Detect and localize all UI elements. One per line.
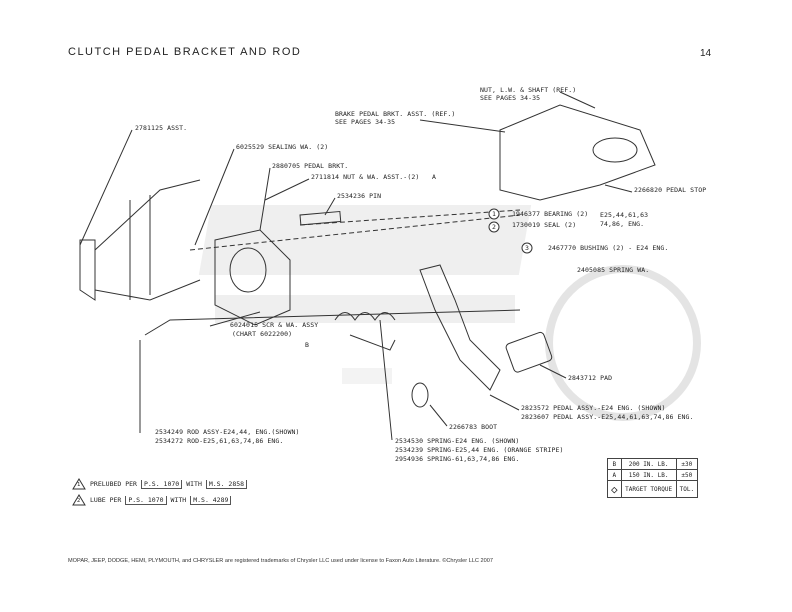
diamond-icon: ◇ <box>607 480 622 498</box>
watermark-badge <box>342 368 392 384</box>
legend-item-2: 2 LUBE PER P.S. 1070 WITH M.S. 4289 <box>72 494 232 506</box>
label-nut-shaft: NUT, L.W. & SHAFT (REF.) <box>480 86 577 94</box>
page-number: 14 <box>700 48 712 59</box>
pedal-bracket <box>214 229 291 326</box>
label-spring-1: 2534530 SPRING-E24 ENG. (SHOWN) <box>395 437 520 445</box>
label-pin: 2534236 PIN <box>337 192 382 200</box>
pin <box>299 210 342 226</box>
label-assy: 2781125 ASST. <box>135 124 188 132</box>
triangle-icon: 2 <box>72 494 86 506</box>
label-scr: 6024015 SCR & WA. ASSY <box>230 321 319 329</box>
diamond-b: B <box>305 341 310 349</box>
watermark-sub <box>215 295 515 323</box>
boot <box>411 382 429 408</box>
label-eng-1: E25,44,61,63 <box>600 211 649 219</box>
return-spring <box>334 312 396 321</box>
label-brake-brkt: BRAKE PEDAL BRKT. ASST. (REF.) <box>335 110 456 118</box>
pivot-shaft-line <box>189 209 521 251</box>
callout-3-text: 3 <box>525 244 530 252</box>
pedal-arm <box>419 264 501 391</box>
callout-3 <box>521 242 533 254</box>
label-bearing: 1946377 BEARING (2) <box>512 210 589 218</box>
callout-2 <box>488 221 500 233</box>
label-spring-3: 2954936 SPRING-61,63,74,86 ENG. <box>395 455 520 463</box>
watermark-seal <box>545 265 701 421</box>
label-scr-chart: (CHART 6022200) <box>232 330 293 338</box>
label-boot: 2266783 BOOT <box>449 423 498 431</box>
brake-pedal-bracket <box>499 104 656 201</box>
label-rod-2: 2534272 ROD-E25,61,63,74,86 ENG. <box>155 437 284 445</box>
firewall-panel <box>94 179 201 301</box>
label-eng-2: 74,86, ENG. <box>600 220 645 228</box>
label-sealing-wa: 6025529 SEALING WA. (2) <box>236 143 329 151</box>
diamond-a: A <box>432 173 437 181</box>
label-seal: 1730019 SEAL (2) <box>512 221 577 229</box>
triangle-icon: 1 <box>72 478 86 490</box>
callout-1 <box>488 208 500 220</box>
label-pedal-stop: 2266820 PEDAL STOP <box>634 186 707 194</box>
bracket-hole <box>229 247 267 293</box>
leader-lines <box>79 91 633 441</box>
label-pad: 2843712 PAD <box>568 374 613 382</box>
footer-trademark: MOPAR, JEEP, DODGE, HEMI, PLYMOUTH, and … <box>68 558 493 564</box>
label-spring-wa: 2405085 SPRING WA. <box>577 266 650 274</box>
spring-hook <box>349 334 396 351</box>
label-pedal-2: 2823607 PEDAL ASSY.-E25,44,61,63,74,86 E… <box>521 413 694 421</box>
left-bracket <box>79 239 96 301</box>
clutch-rod <box>144 309 521 336</box>
label-nut-wa: 2711814 NUT & WA. ASST.-(2) <box>311 173 420 181</box>
label-pedal-brkt: 2880705 PEDAL BRKT. <box>272 162 349 170</box>
pedal-pad <box>505 331 553 373</box>
label-bushing: 2467770 BUSHING (2) - E24 ENG. <box>548 244 669 252</box>
label-pedal-1: 2823572 PEDAL ASSY.-E24 ENG. (SHOWN) <box>521 404 666 412</box>
label-brake-brkt-see: SEE PAGES 34-35 <box>335 118 396 126</box>
label-rod-1: 2534249 ROD ASSY-E24,44, ENG.(SHOWN) <box>155 428 300 436</box>
brake-bracket-hole <box>592 137 638 163</box>
callout-2-text: 2 <box>492 223 497 231</box>
page-title: CLUTCH PEDAL BRACKET AND ROD <box>68 46 302 58</box>
label-nut-shaft-see: SEE PAGES 34-35 <box>480 94 541 102</box>
label-spring-2: 2534239 SPRING-E25,44 ENG. (ORANGE STRIP… <box>395 446 564 454</box>
legend-item-1: 1 PRELUBED PER P.S. 1070 WITH M.S. 2858 <box>72 478 248 490</box>
callout-1-text: 1 <box>492 210 497 218</box>
